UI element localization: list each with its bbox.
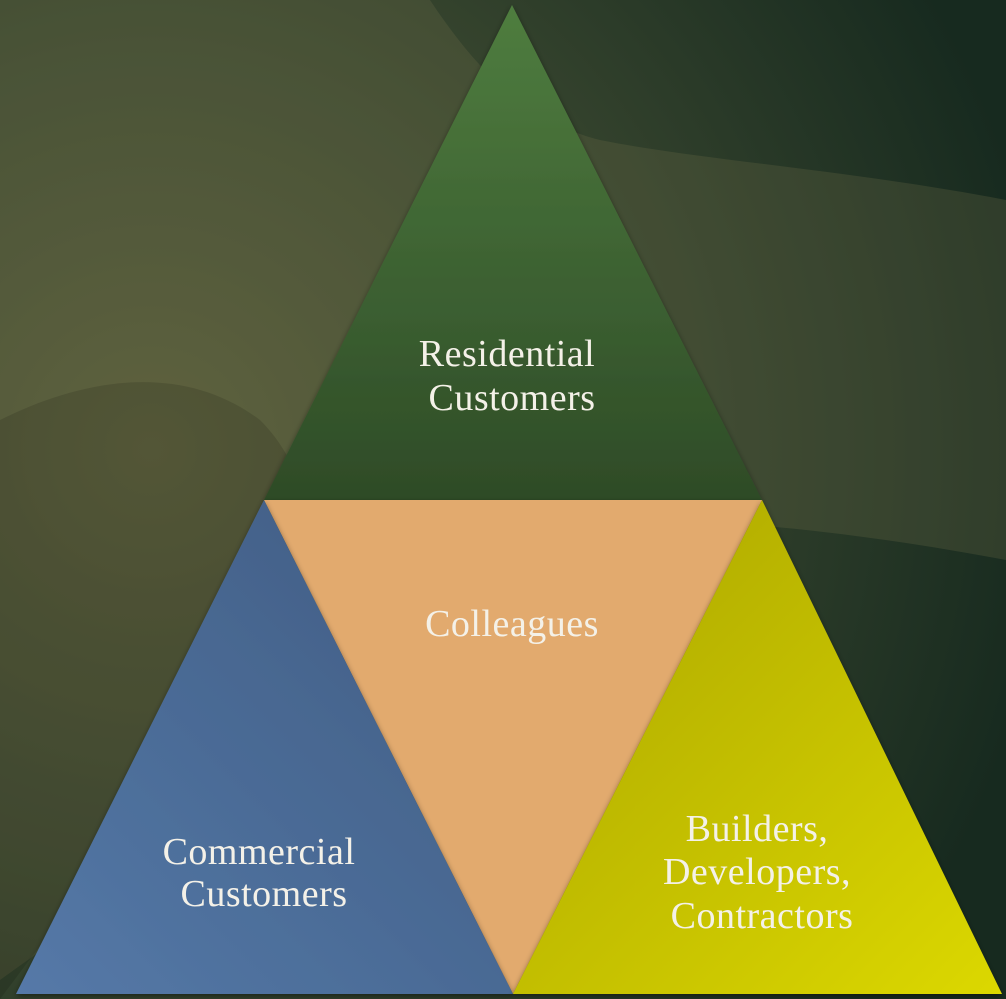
label-commercial-line1: Commercial xyxy=(163,831,356,873)
triangle-builders xyxy=(513,500,1002,994)
triangle-residential xyxy=(264,5,762,500)
label-residential: Residential Customers xyxy=(419,333,605,419)
label-colleagues: Colleagues xyxy=(425,603,599,645)
triangle-colleagues xyxy=(264,500,762,994)
label-builders-line1: Builders, xyxy=(686,808,829,850)
label-commercial-line2: Customers xyxy=(180,873,347,915)
label-builders-line2: Developers, xyxy=(663,851,851,893)
label-residential-line2: Customers xyxy=(428,377,595,419)
label-builders: Builders, Developers, Contractors xyxy=(663,808,861,937)
triangle-commercial xyxy=(16,500,513,994)
background-shadow-shape xyxy=(0,382,308,999)
label-builders-line3: Contractors xyxy=(671,895,854,937)
label-residential-line1: Residential xyxy=(419,333,595,375)
label-commercial: Commercial Customers xyxy=(163,831,366,915)
label-colleagues-line1: Colleagues xyxy=(425,603,599,645)
